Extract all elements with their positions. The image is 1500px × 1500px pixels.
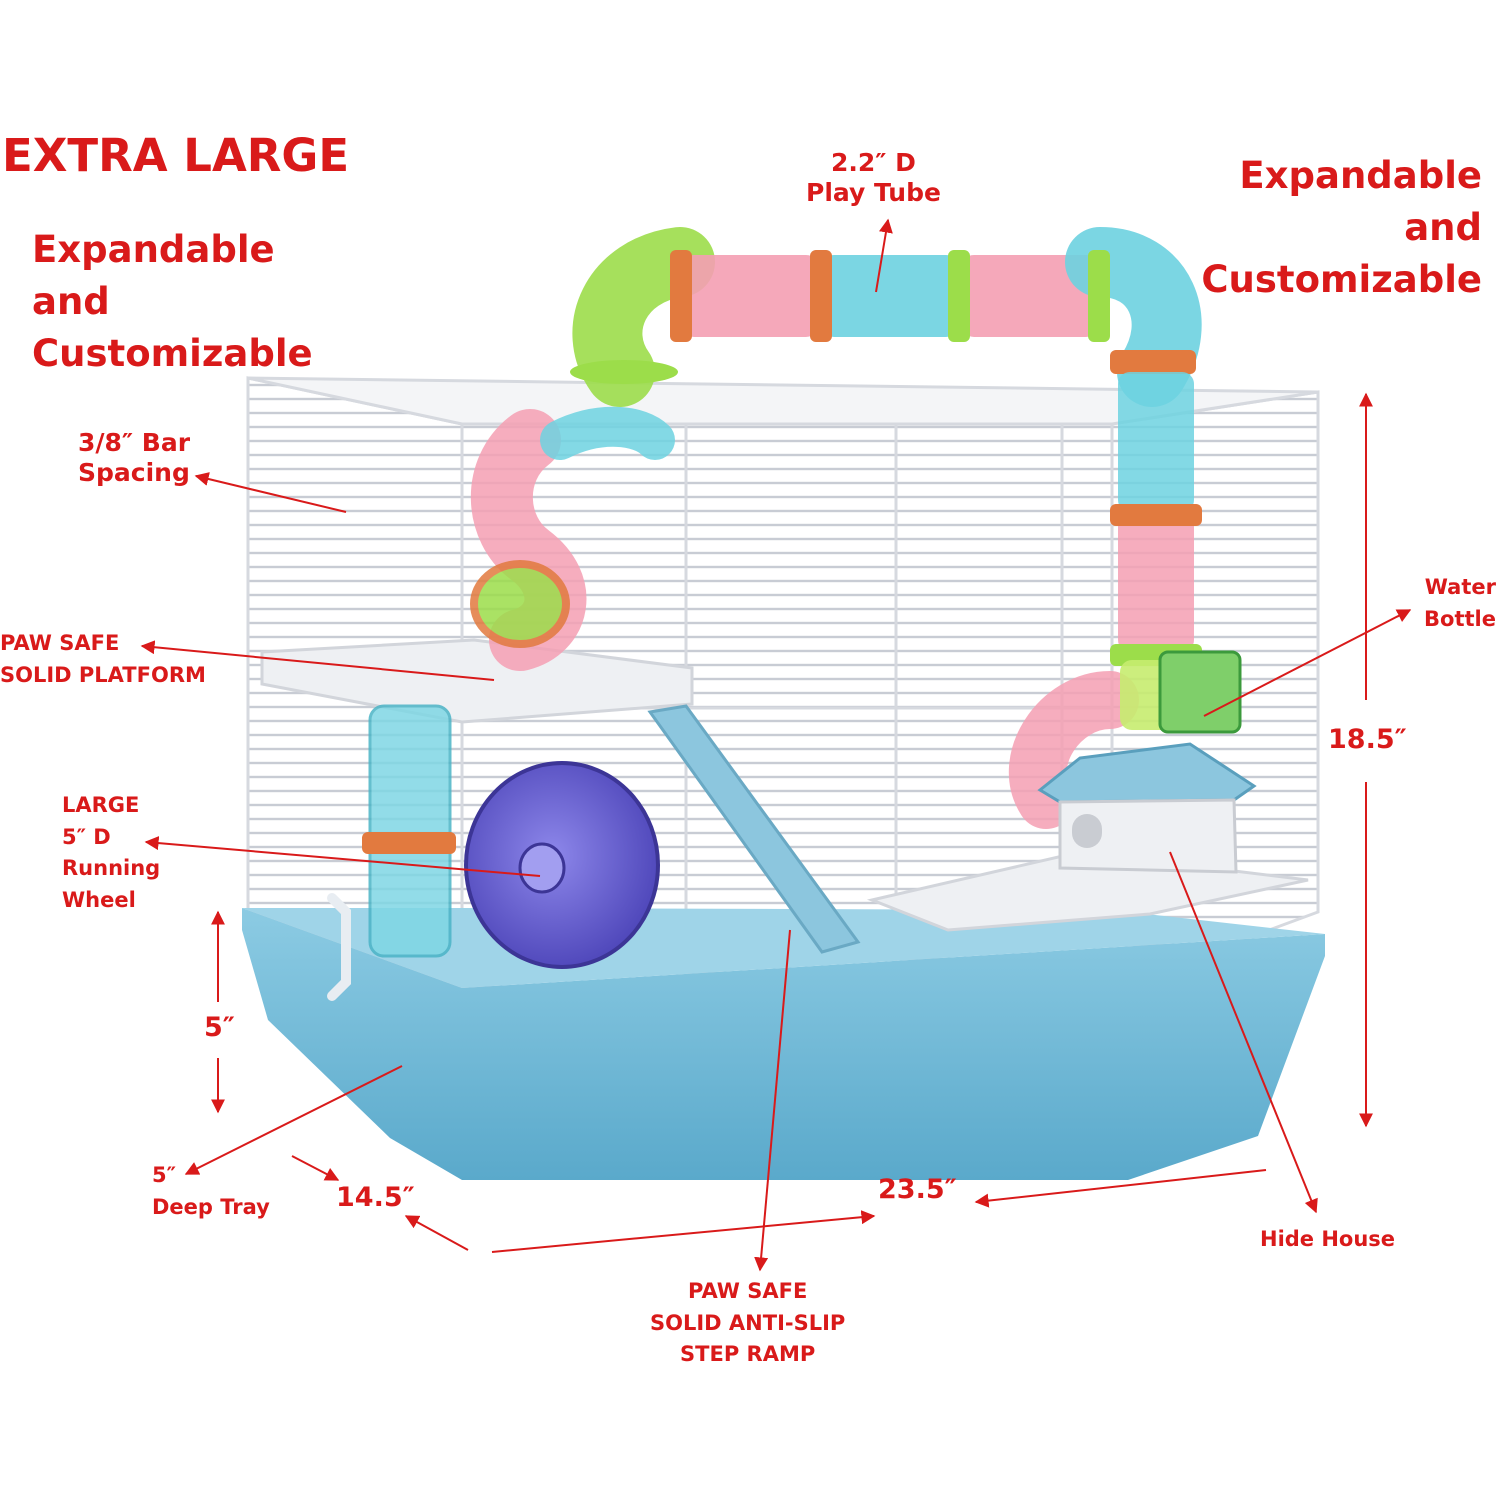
arrow-hide-house bbox=[1169, 851, 1318, 1214]
arrow-water-bottle bbox=[1203, 609, 1412, 717]
top-play-tube bbox=[570, 227, 1202, 407]
running-wheel bbox=[464, 761, 660, 969]
tray-label: 5″Deep Tray bbox=[152, 1163, 270, 1219]
arrow-ramp bbox=[754, 929, 791, 1272]
headline: EXTRA LARGE bbox=[2, 129, 350, 182]
dim-depth-upper bbox=[291, 1155, 340, 1181]
left-vertical-tube bbox=[368, 704, 452, 958]
dim-width-right bbox=[974, 1169, 1267, 1208]
cage-roof bbox=[247, 376, 1319, 426]
left-curved-tubes bbox=[470, 406, 675, 671]
arrow-wheel bbox=[144, 836, 541, 877]
arrow-play-tube bbox=[875, 218, 893, 293]
width-dimension: 23.5″ bbox=[878, 1174, 957, 1205]
upper-platform bbox=[260, 638, 694, 724]
hide-house-label: Hide House bbox=[1260, 1227, 1396, 1251]
water-bottle bbox=[1158, 650, 1242, 734]
callout-arrows bbox=[140, 218, 1412, 1272]
arrow-bar-spacing bbox=[194, 472, 347, 513]
dim-depth-lower bbox=[404, 1215, 469, 1251]
right-vertical-tube bbox=[1110, 372, 1202, 666]
depth-dimension: 14.5″ bbox=[336, 1182, 415, 1213]
tray-height-dimension: 5″ bbox=[204, 1012, 235, 1043]
dim-width-left bbox=[491, 1210, 876, 1253]
hide-house bbox=[1037, 742, 1257, 874]
arrow-tray bbox=[184, 1065, 403, 1175]
arrow-platform bbox=[140, 640, 495, 681]
step-ramp bbox=[647, 704, 861, 954]
height-dimension: 18.5″ bbox=[1328, 724, 1407, 755]
